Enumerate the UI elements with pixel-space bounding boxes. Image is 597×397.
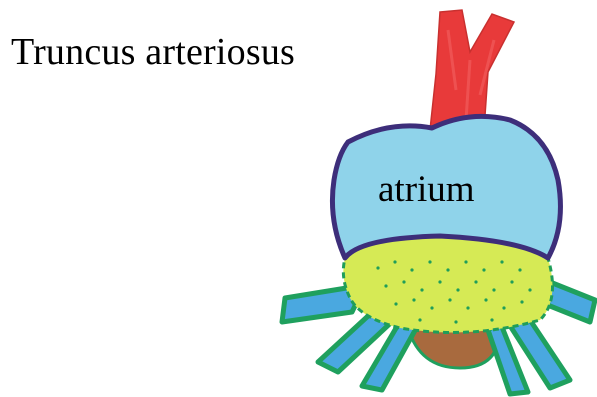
truncus-arteriosus	[430, 10, 514, 130]
atrium-label: atrium	[378, 169, 475, 210]
atrium: atrium	[332, 116, 560, 258]
sinus-venosus	[408, 328, 500, 368]
